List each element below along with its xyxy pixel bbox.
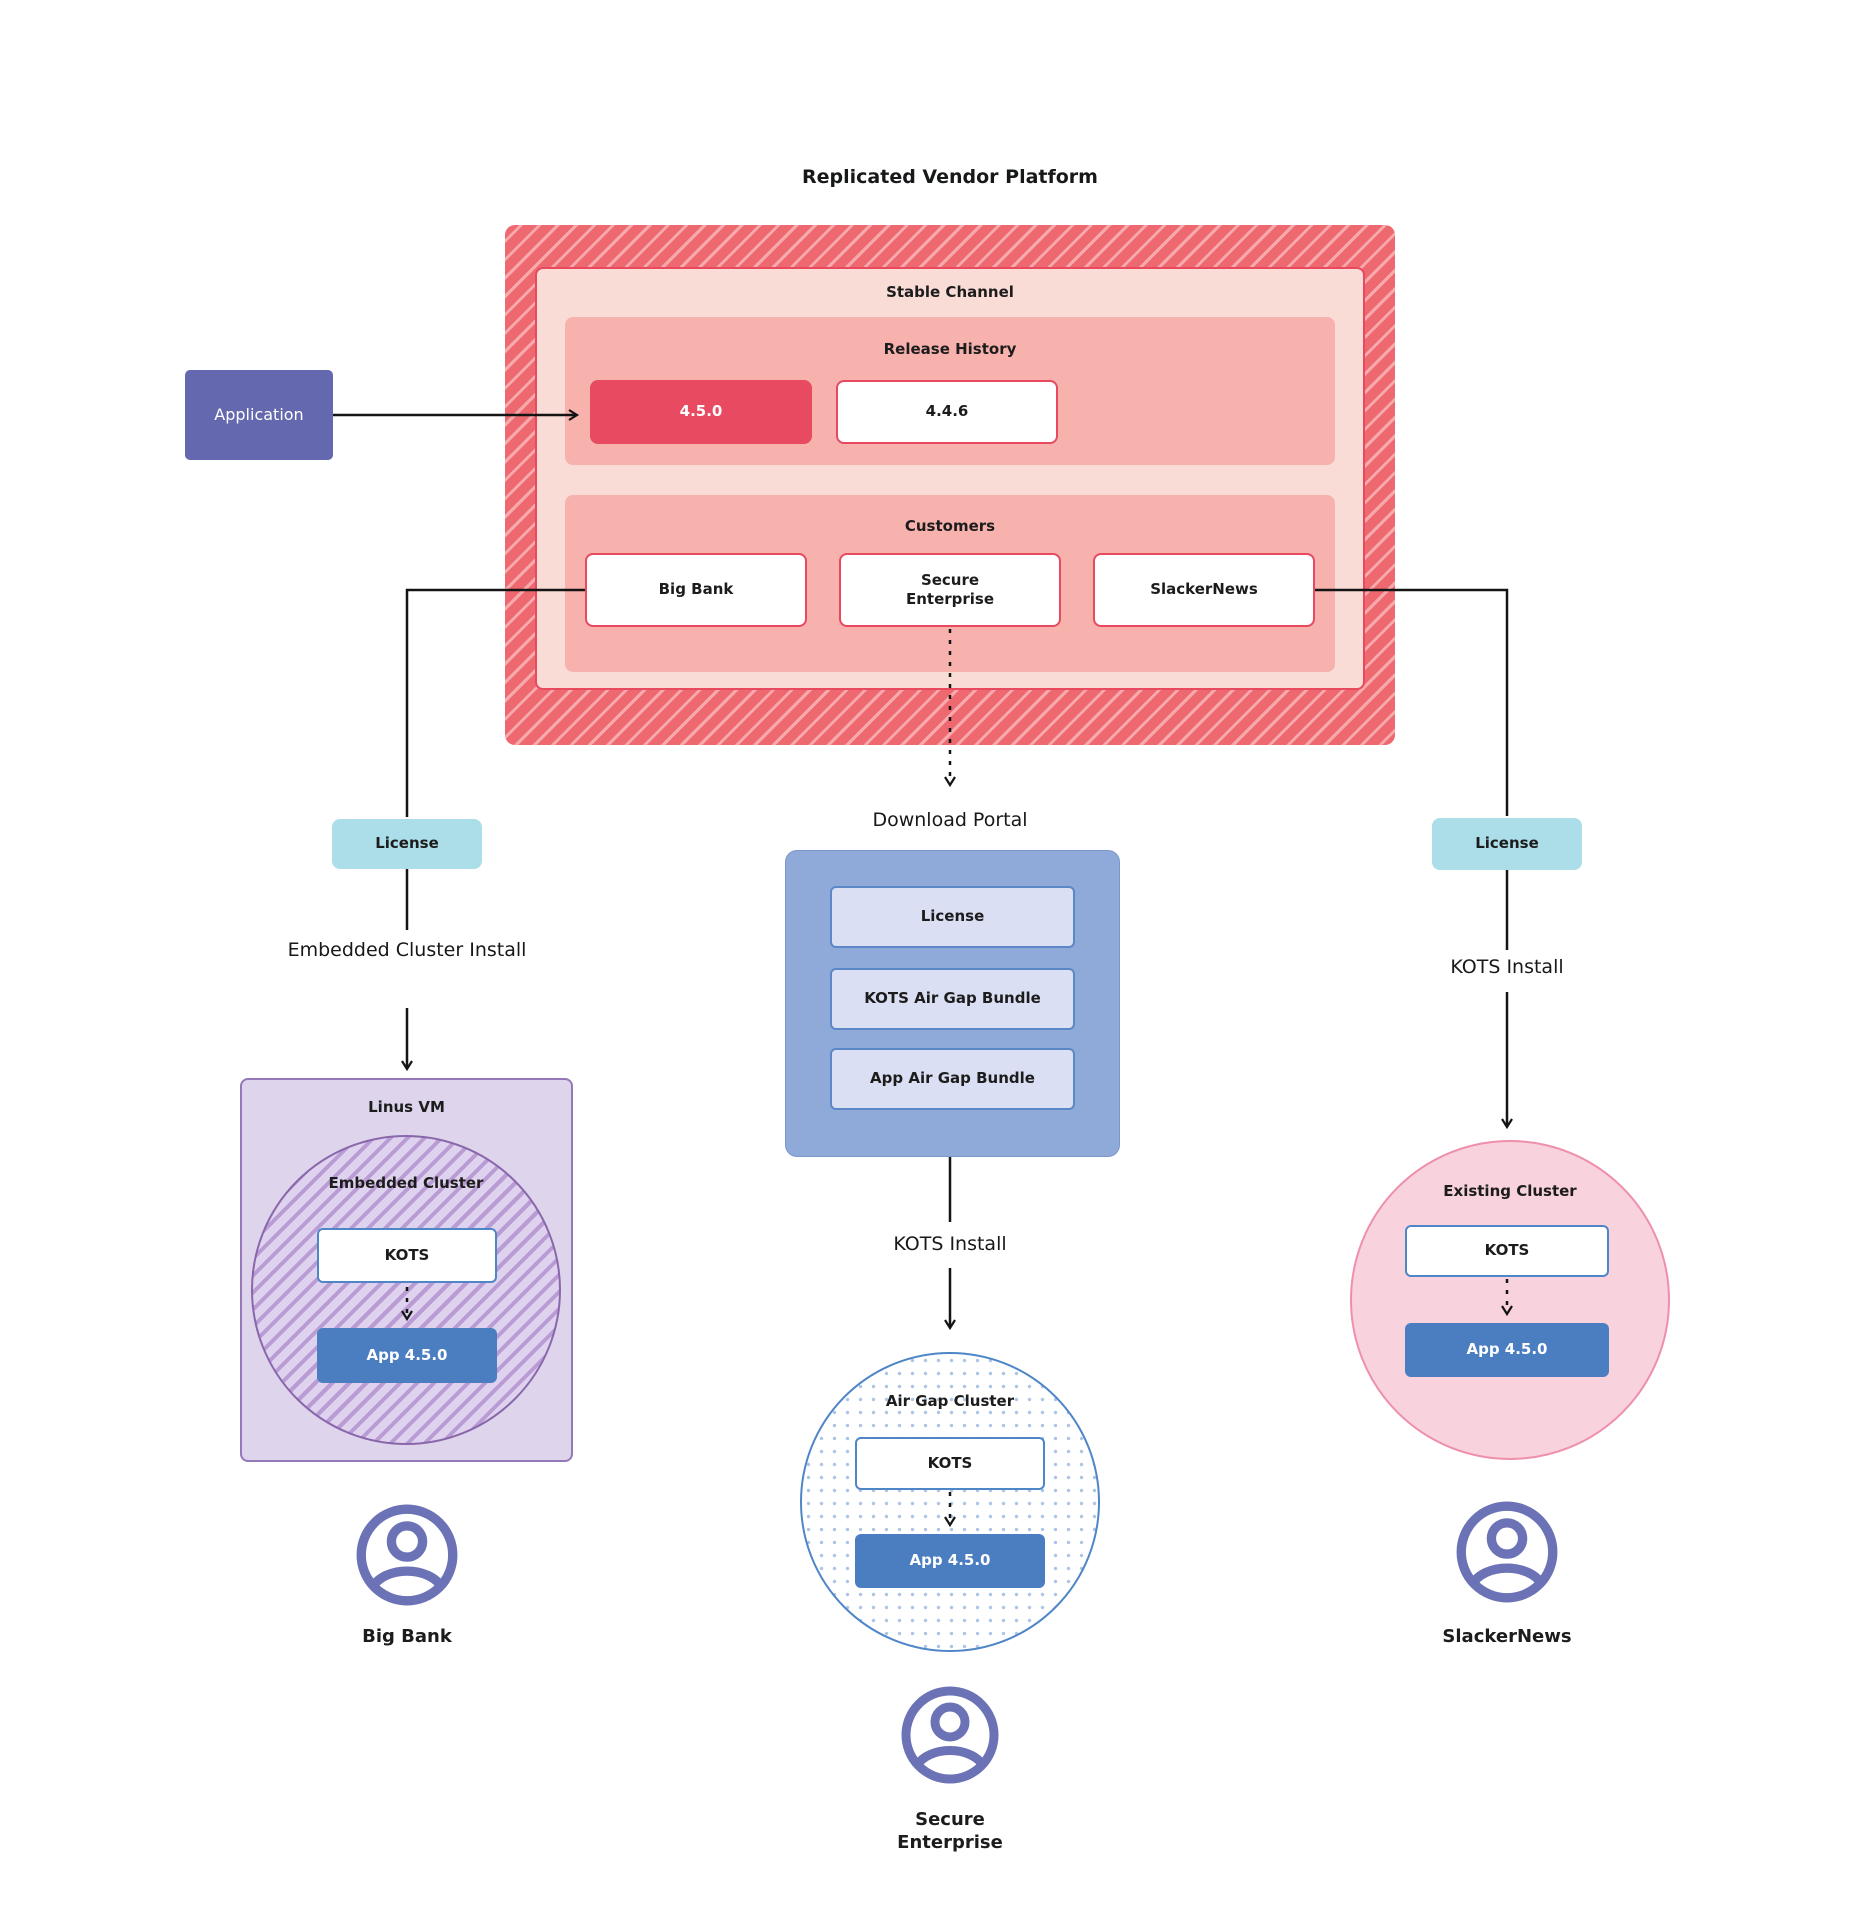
linus-vm-label: Linus VM	[368, 1098, 445, 1116]
user-icon-big-bank	[356, 1504, 458, 1606]
customer-big-bank: Big Bank	[585, 553, 807, 627]
kots-box-right: KOTS	[1405, 1225, 1609, 1277]
license-box-left: License	[332, 819, 482, 869]
kots-box-left: KOTS	[317, 1228, 497, 1283]
embedded-cluster-label: Embedded Cluster	[328, 1174, 484, 1192]
license-box-right: License	[1432, 818, 1582, 870]
release-history-label: Release History	[883, 340, 1017, 358]
app-box-middle: App 4.5.0	[855, 1534, 1045, 1588]
release-4-4-6: 4.4.6	[836, 380, 1058, 444]
air-gap-cluster-circle	[800, 1352, 1100, 1652]
portal-item-app-airgap-bundle: App Air Gap Bundle	[830, 1048, 1075, 1110]
application-box: Application	[185, 370, 333, 460]
stable-channel-label: Stable Channel	[886, 283, 1014, 301]
embedded-cluster-install-label: Embedded Cluster Install	[287, 939, 527, 961]
kots-install-label-middle: KOTS Install	[893, 1233, 1007, 1255]
kots-box-middle: KOTS	[855, 1437, 1045, 1490]
portal-item-license: License	[830, 886, 1075, 948]
air-gap-cluster-label: Air Gap Cluster	[885, 1392, 1015, 1410]
app-box-left: App 4.5.0	[317, 1328, 497, 1383]
kots-install-label-right: KOTS Install	[1450, 956, 1564, 978]
user-label-big-bank: Big Bank	[362, 1626, 452, 1647]
download-portal-label: Download Portal	[872, 809, 1028, 831]
user-label-secure-enterprise: Secure Enterprise	[897, 1809, 1003, 1854]
diagram-title: Replicated Vendor Platform	[802, 166, 1098, 188]
existing-cluster-circle	[1350, 1140, 1670, 1460]
customer-secure-enterprise-label: Secure Enterprise	[905, 570, 995, 609]
user-icon-secure-enterprise	[901, 1686, 999, 1784]
release-4-5-0: 4.5.0	[590, 380, 812, 444]
existing-cluster-label: Existing Cluster	[1443, 1182, 1577, 1200]
user-label-slackernews: SlackerNews	[1442, 1626, 1572, 1647]
user-icon-slackernews	[1456, 1501, 1558, 1603]
portal-item-kots-airgap-bundle: KOTS Air Gap Bundle	[830, 968, 1075, 1030]
customer-secure-enterprise: Secure Enterprise	[839, 553, 1061, 627]
customer-slackernews: SlackerNews	[1093, 553, 1315, 627]
customers-label: Customers	[904, 517, 996, 535]
app-box-right: App 4.5.0	[1405, 1323, 1609, 1377]
